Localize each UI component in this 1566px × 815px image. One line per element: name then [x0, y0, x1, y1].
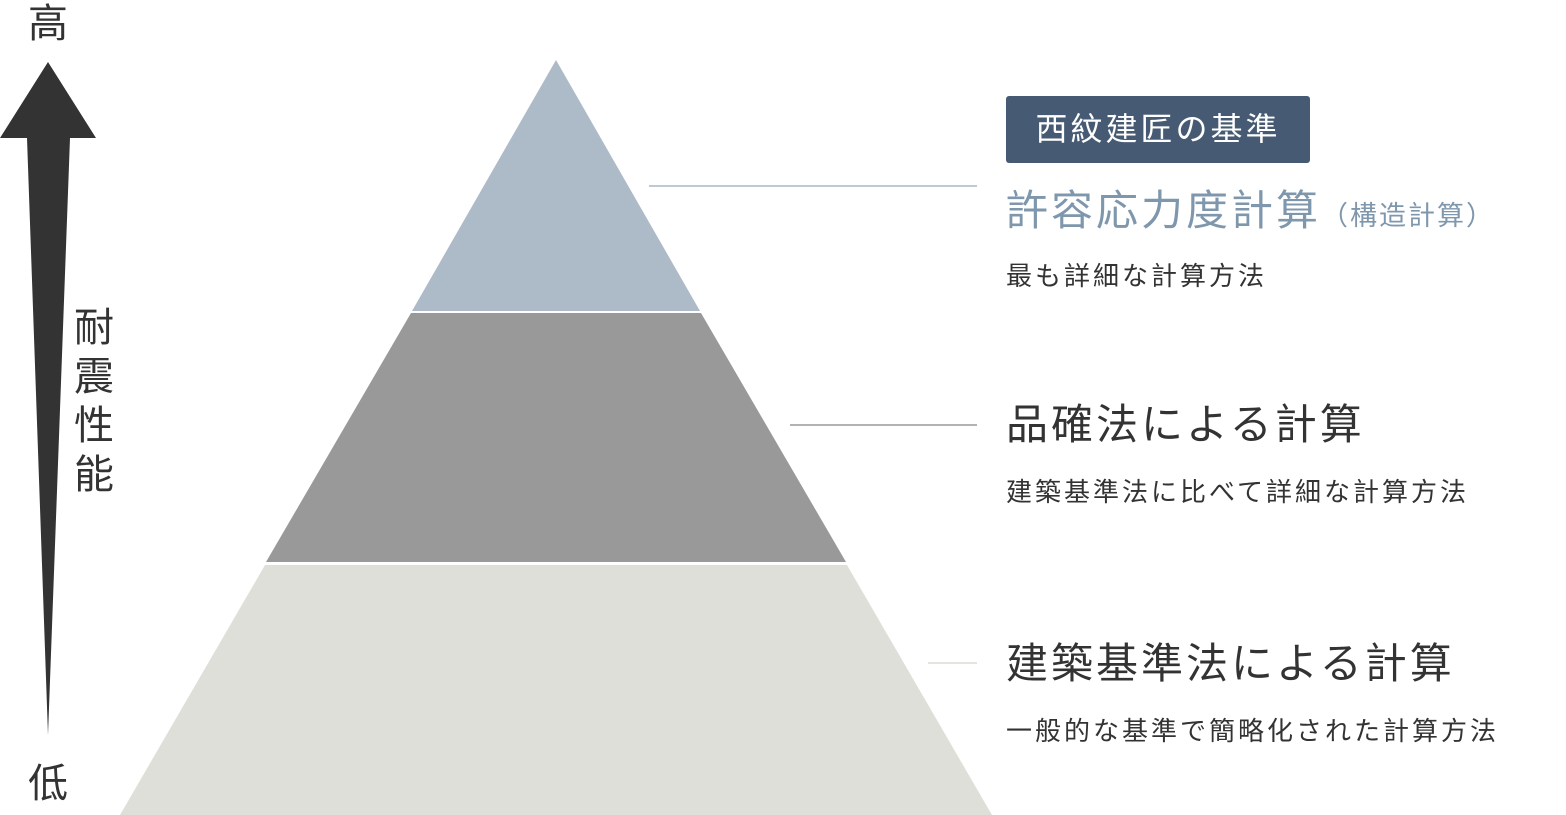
axis-title: 耐震性能: [74, 305, 114, 498]
standard-badge: 西紋建匠の基準: [1006, 96, 1310, 163]
axis-low-label: 低: [28, 761, 68, 807]
tier-middle-description: 建築基準法に比べて詳細な計算方法: [1006, 478, 1469, 508]
seismic-arrow-icon: [0, 62, 96, 735]
tier-top-title: 許容応力度計算（構造計算）: [1006, 190, 1495, 232]
pyramid-tier-bottom: [120, 565, 992, 815]
tier-top-title-note: （構造計算）: [1321, 201, 1496, 232]
tier-bottom-description: 一般的な基準で簡略化された計算方法: [1006, 717, 1500, 747]
pyramid-tier-top: [412, 60, 700, 311]
tier-top-description: 最も詳細な計算方法: [1006, 262, 1268, 292]
pyramid-tier-middle: [266, 313, 846, 562]
axis-high-label: 高: [28, 1, 68, 47]
tier-middle-title: 品確法による計算: [1006, 400, 1365, 449]
tier-bottom-title: 建築基準法による計算: [1006, 639, 1455, 688]
tier-top-title-text: 許容応力度計算: [1006, 186, 1322, 235]
